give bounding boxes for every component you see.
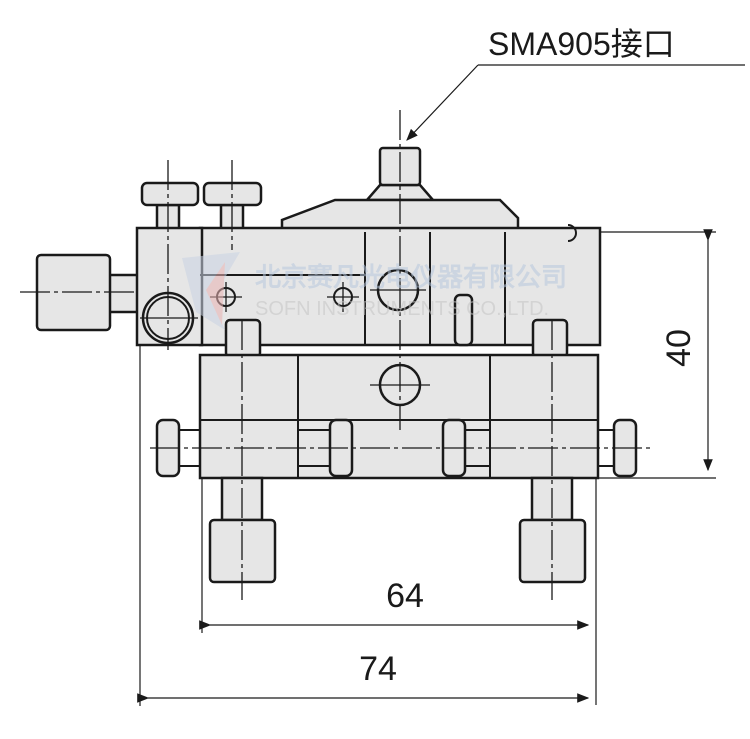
watermark-cn: 北京赛凡光电仪器有限公司 <box>255 262 567 292</box>
bottom-knobs <box>208 476 587 584</box>
dim-40: 40 <box>660 329 698 367</box>
watermark: 北京赛凡光电仪器有限公司 SOFN INSTRUMENTS CO.,LTD. <box>182 252 567 330</box>
top-knobs <box>140 181 263 232</box>
dim-64: 64 <box>386 577 424 615</box>
lower-body <box>198 353 600 480</box>
center-lines <box>20 110 650 600</box>
dimension-inner-width: 64 <box>199 478 597 705</box>
dimension-height: 40 <box>598 229 716 479</box>
dimension-outer-width: 74 <box>137 345 590 706</box>
sma905-label: SMA905接口 <box>488 26 675 62</box>
sma-callout: SMA905接口 <box>406 26 745 141</box>
dim-74: 74 <box>359 650 397 688</box>
watermark-en: SOFN INSTRUMENTS CO.,LTD. <box>255 298 549 320</box>
